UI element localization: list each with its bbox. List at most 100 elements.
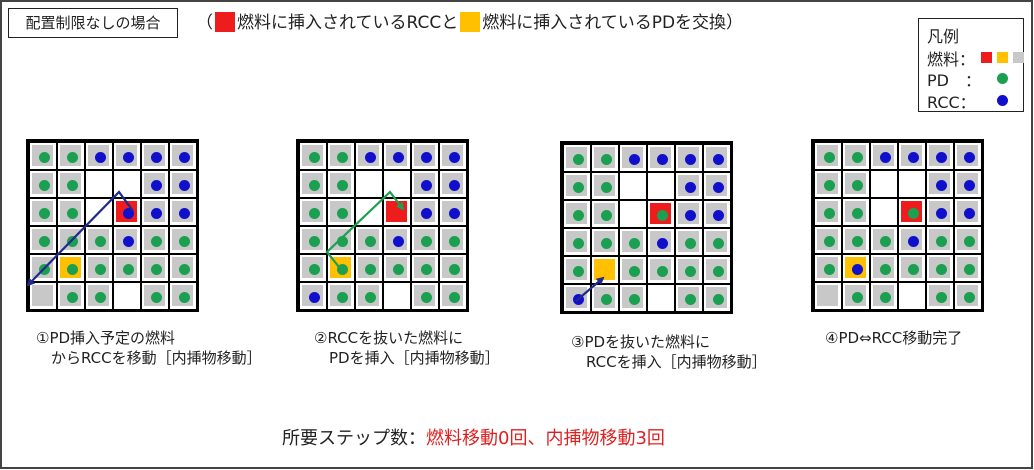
fuel-assembly	[873, 257, 894, 278]
grid-cell	[170, 143, 196, 169]
grid-cell	[328, 171, 354, 197]
grid-cell	[592, 173, 618, 199]
rcc-insert-dot	[179, 180, 190, 191]
grid-cell	[328, 255, 354, 281]
grid-cell	[620, 257, 646, 283]
grid-cell	[440, 199, 466, 225]
grid-cell	[704, 201, 730, 227]
grid-cell	[440, 143, 466, 169]
grid-cell	[843, 199, 869, 225]
grid-cell	[356, 255, 382, 281]
grid-cell	[86, 255, 112, 281]
pd-insert-dot	[629, 294, 640, 305]
grid-cell	[592, 145, 618, 171]
fuel-assembly	[330, 145, 351, 166]
rcc-insert-dot	[449, 208, 460, 219]
fuel-assembly	[144, 201, 165, 222]
rcc-insert-dot	[151, 208, 162, 219]
grid-cell	[955, 143, 981, 169]
fuel-assembly	[678, 175, 699, 196]
grid-cell	[300, 227, 326, 253]
grid-cell	[356, 199, 382, 225]
rcc-insert-dot	[964, 208, 975, 219]
fuel-assembly	[414, 173, 435, 194]
fuel-assembly	[817, 285, 838, 306]
grid-cell	[58, 199, 84, 225]
grid-cell	[899, 171, 925, 197]
fuel-assembly	[442, 173, 463, 194]
rcc-insert-dot	[309, 292, 320, 303]
grid-cell	[412, 255, 438, 281]
grid-cell	[328, 199, 354, 225]
fuel-assembly	[929, 201, 950, 222]
pd-insert-dot	[449, 292, 460, 303]
fuel-assembly	[358, 229, 379, 250]
grid-cell	[620, 145, 646, 171]
caption-line: ④PD⇔RCC移動完了	[825, 329, 963, 347]
grid-cell	[564, 285, 590, 311]
caption-line: RCCを挿入［内挿物移動］	[571, 353, 767, 371]
grid-cell	[412, 199, 438, 225]
grid-cell	[30, 227, 56, 253]
fuel-assembly	[622, 231, 643, 252]
pd-fuel-swatch	[460, 12, 481, 32]
grid-cell	[564, 201, 590, 227]
grid-cell	[899, 255, 925, 281]
pd-insert-dot	[573, 238, 584, 249]
grid-cell	[620, 285, 646, 311]
grid-cell	[927, 227, 953, 253]
grid-cell	[58, 227, 84, 253]
fuel-assembly	[88, 285, 109, 306]
pd-insert-dot	[601, 238, 612, 249]
fuel-assembly	[678, 147, 699, 168]
fuel-assembly	[594, 287, 615, 308]
fuel-assembly	[32, 201, 53, 222]
fuel-assembly	[901, 257, 922, 278]
grid-cell	[440, 255, 466, 281]
legend-fuel-label: 燃料：	[927, 50, 976, 69]
rcc-insert-dot	[179, 152, 190, 163]
page-title: 配置制限なしの場合	[8, 8, 178, 38]
fuel-assembly	[116, 201, 137, 222]
fuel-assembly	[330, 173, 351, 194]
pd-insert-dot	[39, 236, 50, 247]
rcc-insert-dot	[123, 236, 134, 247]
grid-cell	[170, 171, 196, 197]
pd-insert-dot	[449, 264, 460, 275]
fuel-assembly	[566, 259, 587, 280]
pd-insert-dot	[713, 266, 724, 277]
grid-cell	[170, 255, 196, 281]
fuel-assembly	[414, 257, 435, 278]
pd-insert-dot	[151, 236, 162, 247]
grid-cell	[676, 201, 702, 227]
fuel-assembly	[817, 173, 838, 194]
header-pd-label: 燃料に挿入されているPDを交換）	[482, 13, 744, 33]
fuel-assembly	[414, 229, 435, 250]
pd-insert-dot	[657, 266, 668, 277]
pd-insert-dot	[601, 210, 612, 221]
pd-insert-dot	[309, 152, 320, 163]
rcc-insert-dot	[880, 152, 891, 163]
pd-insert-dot	[601, 294, 612, 305]
grid-cell	[955, 227, 981, 253]
pd-insert-dot	[123, 264, 134, 275]
grid-cell	[676, 257, 702, 283]
rcc-insert-dot	[151, 152, 162, 163]
pd-insert-dot	[936, 236, 947, 247]
core-grid-step1	[26, 139, 199, 312]
grid-cell	[871, 255, 897, 281]
grid-cell	[384, 199, 410, 225]
pd-insert-dot	[67, 292, 78, 303]
legend-rcc-fuel-square	[981, 52, 992, 63]
grid-cell	[356, 283, 382, 309]
grid-cell	[676, 145, 702, 171]
grid-cell	[927, 255, 953, 281]
header-caption: （燃料に挿入されているRCCと燃料に挿入されているPDを交換）	[196, 10, 743, 36]
fuel-assembly	[144, 229, 165, 250]
pd-insert-dot	[95, 292, 106, 303]
fuel-assembly	[32, 173, 53, 194]
grid-cell	[384, 283, 410, 309]
fuel-assembly	[60, 201, 81, 222]
fuel-assembly	[172, 145, 193, 166]
grid-cell	[955, 255, 981, 281]
